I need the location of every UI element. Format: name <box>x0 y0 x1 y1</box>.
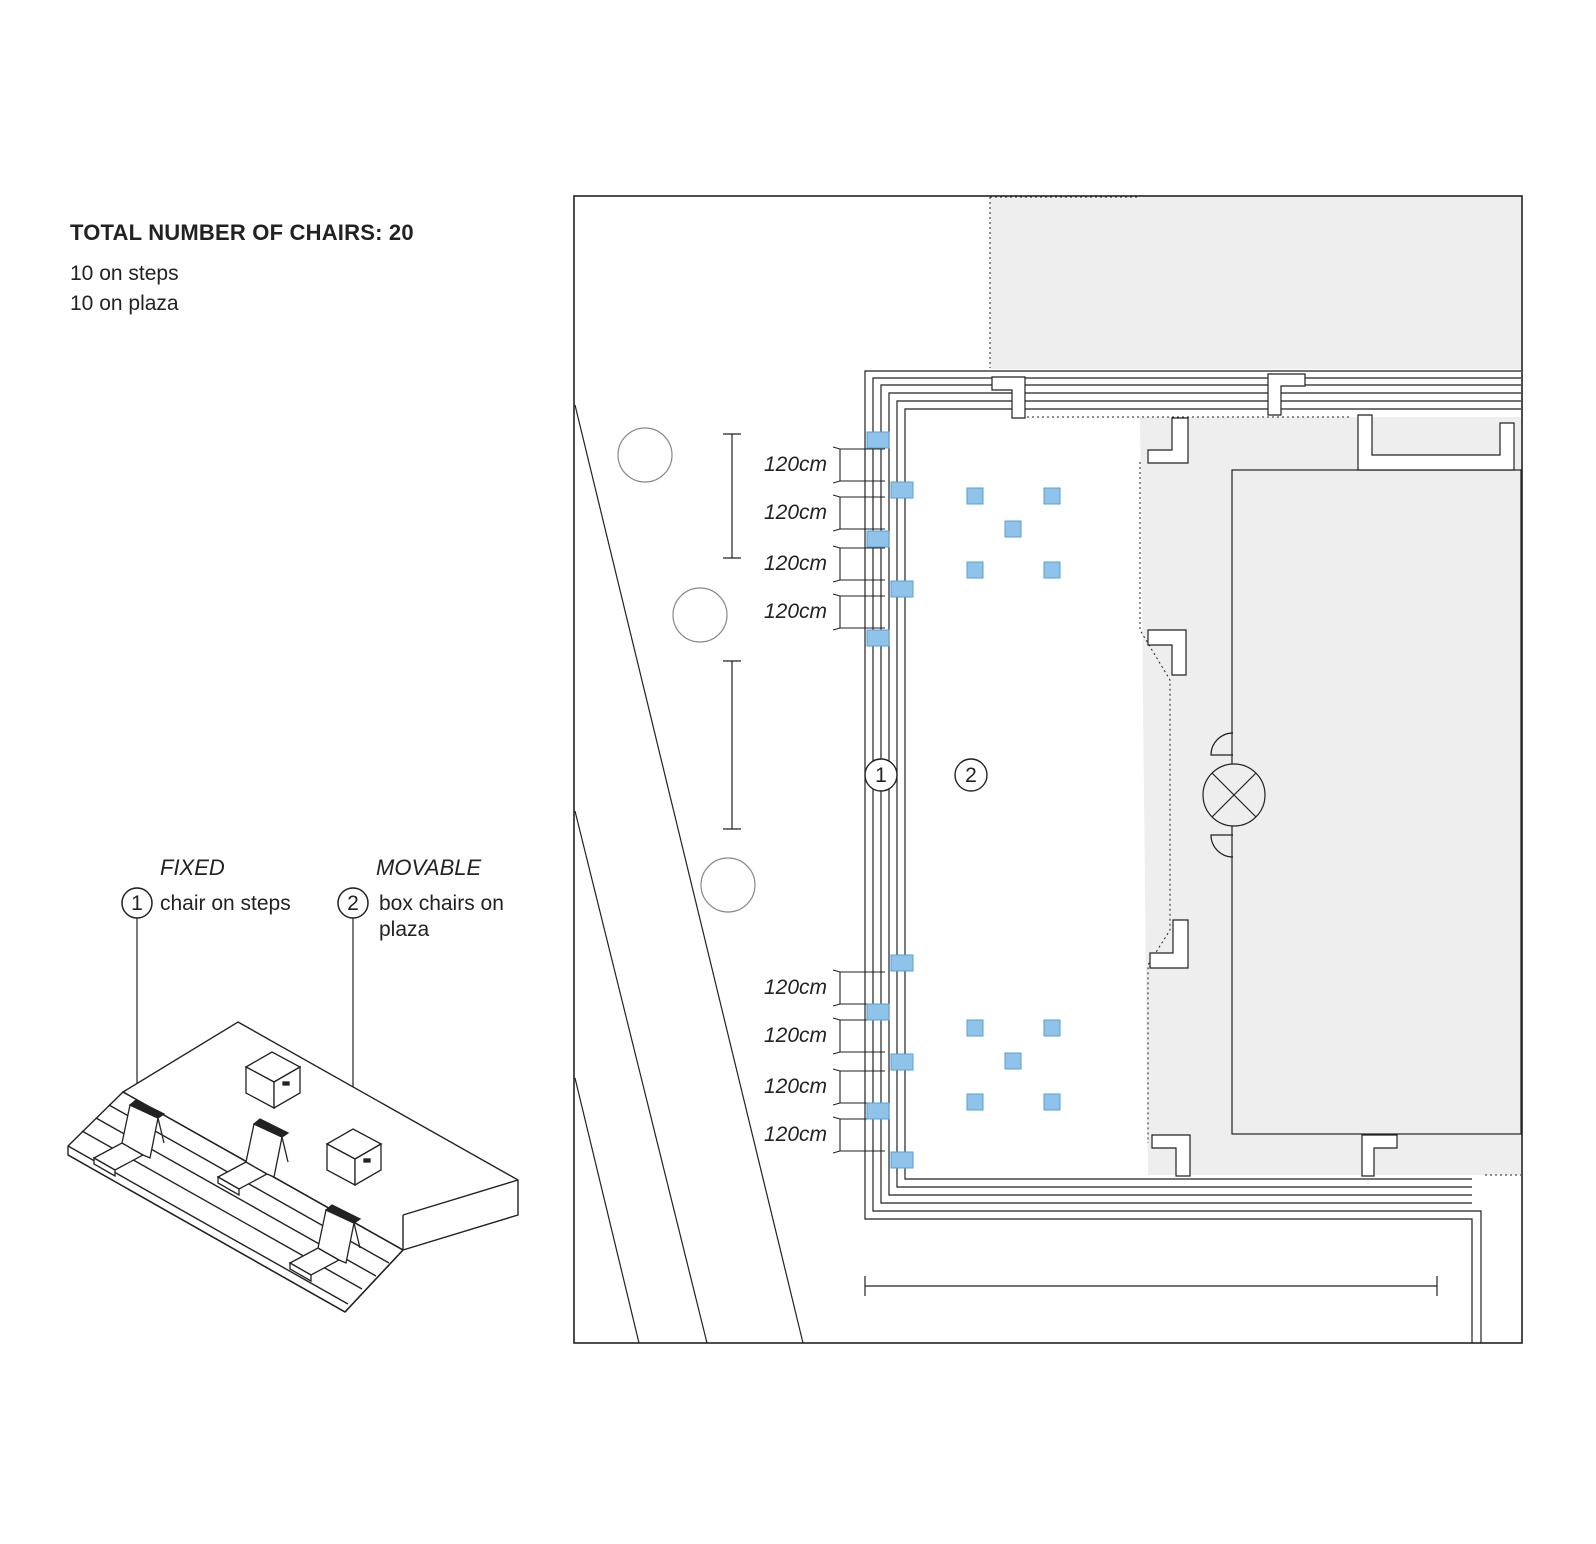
dimension-bracket <box>832 969 885 1007</box>
axo-step-chair-1 <box>92 1099 166 1178</box>
entrance-door <box>1202 732 1266 858</box>
dimension-bracket <box>832 1017 885 1055</box>
dimension-bracket <box>832 1068 885 1106</box>
svg-text:1: 1 <box>131 892 143 915</box>
structural-columns <box>991 373 1515 1177</box>
svg-text:1: 1 <box>875 764 887 787</box>
plaza-box-chair <box>1043 561 1061 579</box>
plaza-box-chair <box>966 561 984 579</box>
axo-box-chair-1 <box>244 1051 302 1110</box>
facade-dotted-line <box>1139 462 1171 1143</box>
axo-box-chair-2 <box>325 1128 383 1187</box>
plaza-box-chair <box>1004 520 1022 538</box>
dimension-bracket <box>832 545 885 583</box>
key-movable-category: MOVABLE <box>376 855 481 880</box>
plaza-box-chair <box>966 1093 984 1111</box>
chairs-on-plaza-count: 10 on plaza <box>70 292 179 315</box>
key-fixed-category: FIXED <box>160 855 225 880</box>
trees <box>617 427 756 913</box>
key-fixed-badge: 1 <box>121 887 153 919</box>
step-chair <box>890 954 914 972</box>
step-chair <box>890 1053 914 1071</box>
dimension-label: 120cm <box>764 501 827 524</box>
plan-marker-1: 1 <box>864 758 898 792</box>
chairs-on-steps-count: 10 on steps <box>70 262 179 285</box>
plan-frame <box>573 195 1523 1344</box>
step-chair <box>890 1151 914 1169</box>
key-fixed-label: chair on steps <box>160 892 291 915</box>
svg-text:2: 2 <box>965 764 977 787</box>
key-movable-label-2: plaza <box>379 918 430 941</box>
dimension-label: 120cm <box>764 600 827 623</box>
dimension-bracket <box>832 446 885 484</box>
step-chair <box>866 629 890 647</box>
step-chair <box>866 1003 890 1021</box>
plaza-box-chair <box>1043 1093 1061 1111</box>
step-chair <box>890 481 914 499</box>
steps <box>864 370 1521 1343</box>
dimension-bracket <box>832 1116 885 1154</box>
dimension-label: 120cm <box>764 976 827 999</box>
step-chair <box>866 431 890 449</box>
horizontal-measure-line <box>864 1276 1438 1296</box>
plaza-box-chair <box>966 487 984 505</box>
dimension-label: 120cm <box>764 552 827 575</box>
spacing-dimensions: 120cm 120cm 120cm 120cm 120cm 120cm 120cm 120cm <box>764 446 885 1154</box>
axo-step-chair-3 <box>288 1204 362 1283</box>
plaza-box-chair <box>1004 1052 1022 1070</box>
dimension-label: 120cm <box>764 453 827 476</box>
step-chairs <box>866 431 914 1169</box>
plaza-box-chair <box>966 1019 984 1037</box>
dimension-label: 120cm <box>764 1024 827 1047</box>
building-zone <box>990 197 1521 1175</box>
axo-step-chair-2 <box>216 1118 290 1197</box>
dimension-bracket <box>832 593 885 631</box>
dimension-label: 120cm <box>764 1123 827 1146</box>
plaza-box-chairs <box>966 487 1061 1111</box>
axonometric-key: FIXED MOVABLE 1 chair on steps 2 box cha… <box>67 855 519 1313</box>
diagonal-paths <box>574 404 804 1344</box>
total-chairs-title: TOTAL NUMBER OF CHAIRS: 20 <box>70 220 414 245</box>
svg-text:2: 2 <box>347 892 359 915</box>
plaza-box-chair <box>1043 487 1061 505</box>
dimension-bracket <box>832 494 885 532</box>
step-chair <box>866 530 890 548</box>
step-chair <box>890 580 914 598</box>
vertical-measure-lines <box>723 433 741 830</box>
plaza-box-chair <box>1043 1019 1061 1037</box>
plan-marker-2: 2 <box>954 758 988 792</box>
dimension-label: 120cm <box>764 1075 827 1098</box>
key-movable-label-1: box chairs on <box>379 892 504 915</box>
building-hall <box>1231 469 1522 1135</box>
step-chair <box>866 1102 890 1120</box>
key-movable-badge: 2 <box>337 887 369 919</box>
